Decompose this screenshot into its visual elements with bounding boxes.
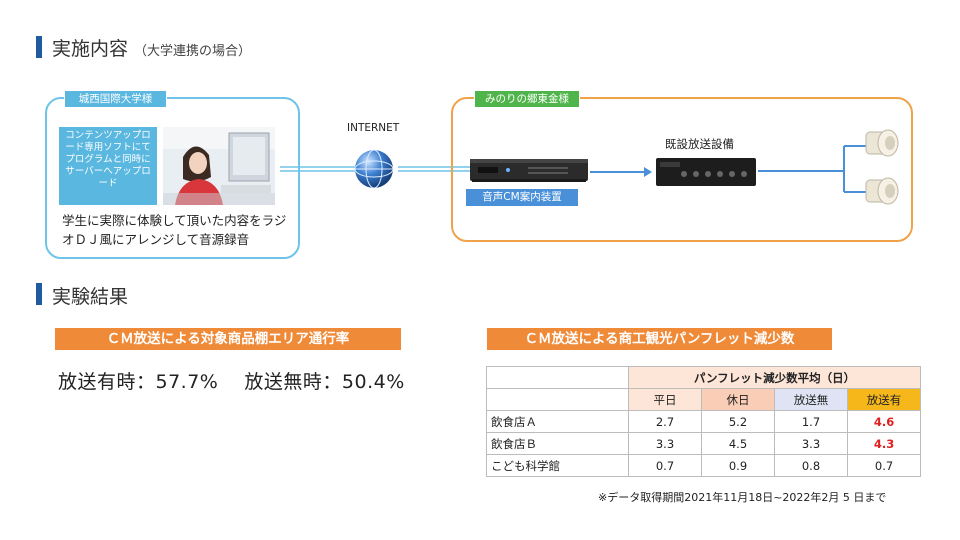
column-header: 休日 [701, 388, 775, 411]
table-corner-cell [486, 366, 629, 389]
table-cell-highlight: 4.6 [846, 410, 922, 433]
section-title-implementation: 実施内容 （大学連携の場合） [52, 34, 251, 61]
table-title: パンフレット減少数平均（日） [627, 366, 922, 389]
cm-device-image [470, 159, 588, 182]
table-row: 飲食店Ａ 2.7 5.2 1.7 4.6 [486, 410, 922, 433]
speaker-icon [865, 129, 899, 157]
pamphlet-table: パンフレット減少数平均（日） 平日 休日 放送無 放送有 飲食店Ａ 2.7 5.… [486, 366, 922, 477]
table-cell-highlight: 4.3 [846, 432, 922, 455]
university-panel [45, 97, 300, 259]
section-accent-bar [36, 36, 42, 58]
table-cell: 2.7 [628, 410, 702, 433]
section-subtitle: （大学連携の場合） [134, 44, 252, 59]
table-cell: 0.7 [846, 454, 922, 477]
table-cell: 0.7 [628, 454, 702, 477]
table-empty-cell [486, 388, 629, 411]
table-cell: 0.9 [701, 454, 775, 477]
equipment-label: 既設放送設備 [665, 137, 734, 151]
section-title-results: 実験結果 [52, 286, 129, 308]
student-photo [163, 127, 275, 205]
table-cell: 3.3 [628, 432, 702, 455]
globe-icon [354, 149, 394, 189]
upload-note-box: コンテンツアップロード専用ソフトにてプログラムと同時にサーバーへアップロード [59, 127, 157, 205]
partner-tag: みのりの郷東金様 [474, 90, 580, 108]
cm-device-label: 音声CM案内装置 [466, 189, 578, 206]
partner-panel [451, 97, 913, 242]
broadcast-equipment-image [656, 158, 756, 186]
row-label: 飲食店Ｂ [486, 432, 629, 455]
section-title-text: 実施内容 [52, 38, 129, 60]
column-header: 平日 [628, 388, 702, 411]
speaker-connection-lines [758, 145, 866, 193]
column-header: 放送無 [774, 388, 848, 411]
section-accent-bar [36, 283, 42, 305]
internet-label: INTERNET [347, 122, 400, 134]
table-header-row: 平日 休日 放送無 放送有 [486, 388, 922, 411]
data-period-footnote: ※データ取得期間2021年11月18日~2022年2月 5 日まで [598, 491, 887, 504]
table-cell: 1.7 [774, 410, 848, 433]
arrow-to-equipment [590, 167, 652, 177]
table-cell: 0.8 [774, 454, 848, 477]
table-title-row: パンフレット減少数平均（日） [486, 366, 922, 389]
table-row: こども科学館 0.7 0.9 0.8 0.7 [486, 454, 922, 477]
connection-lines [280, 166, 475, 172]
table-cell: 3.3 [774, 432, 848, 455]
table-cell: 4.5 [701, 432, 775, 455]
row-label: 飲食店Ａ [486, 410, 629, 433]
row-label: こども科学館 [486, 454, 629, 477]
column-header: 放送有 [846, 388, 922, 411]
result2-banner: ＣＭ放送による商工観光パンフレット減少数 [487, 328, 832, 350]
speaker-icon [865, 177, 899, 205]
university-tag: 城西国際大学様 [64, 90, 167, 108]
table-row: 飲食店Ｂ 3.3 4.5 3.3 4.3 [486, 432, 922, 455]
university-description: 学生に実際に体験して頂いた内容をラジオＤＪ風にアレンジして音源録音 [62, 213, 287, 247]
result1-values: 放送有時：57.7% 放送無時：50.4% [58, 371, 405, 393]
table-cell: 5.2 [701, 410, 775, 433]
result1-banner: ＣＭ放送による対象商品棚エリア通行率 [55, 328, 401, 350]
